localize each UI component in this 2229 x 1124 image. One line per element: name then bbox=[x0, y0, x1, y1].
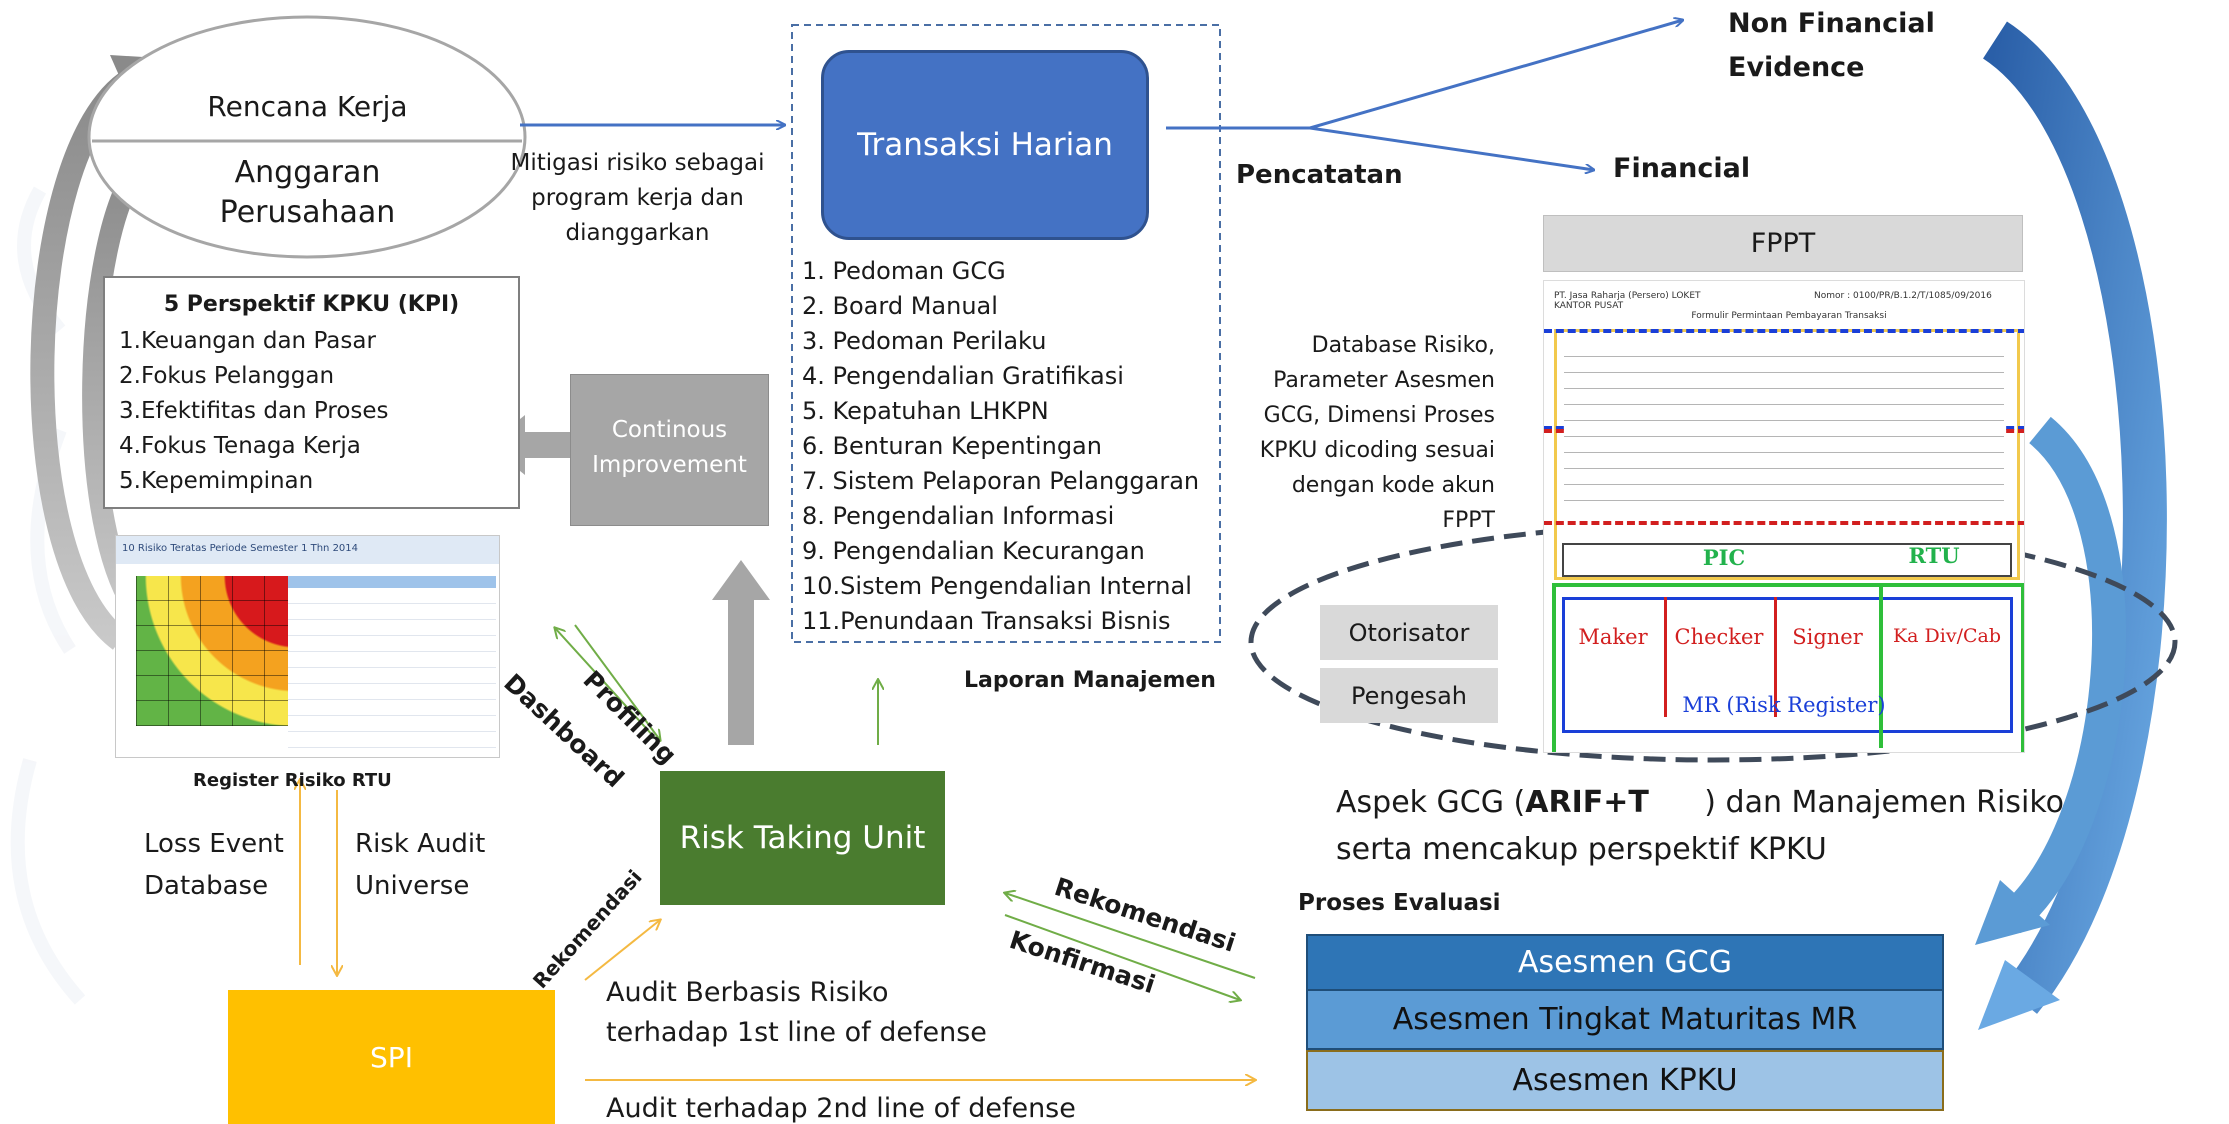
aspek-line-2: serta mencakup perspektif KPKU bbox=[1336, 832, 1827, 867]
list-item: 6. Benturan Kepentingan bbox=[802, 432, 1102, 460]
blue-curve-arrowhead-outer bbox=[1978, 960, 2060, 1030]
database-line-5: dengan kode akun bbox=[1291, 473, 1495, 498]
list-item: 5. Kepatuhan LHKPN bbox=[802, 397, 1049, 425]
continous-line-1: Continous bbox=[611, 417, 728, 443]
loss-event-line-2: Database bbox=[144, 871, 269, 901]
fppt-green-frame bbox=[1552, 583, 2024, 752]
transaksi-harian-box: Transaksi Harian bbox=[821, 50, 1149, 240]
non-financial-line-1: Non Financial bbox=[1728, 8, 1935, 39]
aspek-post: ) dan Manajemen Risiko bbox=[1704, 785, 2064, 820]
risk-audit-line-1: Risk Audit bbox=[355, 829, 486, 859]
fppt-maker-label: Maker bbox=[1578, 625, 1648, 649]
database-line-3: GCG, Dimensi Proses bbox=[1263, 403, 1495, 428]
gray-arrow-up bbox=[712, 560, 770, 745]
asesmen-maturitas-box: Asesmen Tingkat Maturitas MR bbox=[1306, 991, 1944, 1050]
financial-label: Financial bbox=[1613, 153, 1751, 184]
fppt-form-number: Nomor : 0100/PR/B.1.2/T/1085/09/2016 bbox=[1814, 291, 1992, 301]
continous-line-2: Improvement bbox=[592, 452, 747, 478]
fppt-form-title: Formulir Permintaan Pembayaran Transaksi bbox=[1691, 311, 1887, 321]
list-item: 4.Fokus Tenaga Kerja bbox=[119, 433, 361, 459]
aspek-bold: ARIF+T bbox=[1525, 785, 1649, 820]
audit-1-line-1: Audit Berbasis Risiko bbox=[606, 977, 889, 1008]
laporan-manajemen-label: Laporan Manajemen bbox=[964, 668, 1216, 693]
register-header-bar bbox=[116, 536, 499, 564]
fppt-blue-frame bbox=[1562, 597, 2013, 733]
pencatatan-label: Pencatatan bbox=[1236, 160, 1403, 190]
register-header-text: 10 Risiko Teratas Periode Semester 1 Thn… bbox=[122, 543, 359, 554]
fppt-green-divider bbox=[1879, 583, 1883, 748]
pedoman-dashed-frame bbox=[791, 24, 1221, 643]
fppt-red-line bbox=[1544, 521, 2024, 525]
list-item: 7. Sistem Pelaporan Pelanggaran bbox=[802, 467, 1200, 495]
proses-evaluasi-label: Proses Evaluasi bbox=[1298, 890, 1501, 916]
aspek-pre: Aspek GCG ( bbox=[1336, 785, 1526, 820]
register-risiko-image: 10 Risiko Teratas Periode Semester 1 Thn… bbox=[115, 535, 500, 758]
database-line-2: Parameter Asesmen bbox=[1273, 368, 1495, 393]
fppt-form-org: PT. Jasa Raharja (Persero) LOKET KANTOR … bbox=[1554, 291, 1701, 311]
kpku-title: 5 Perspektif KPKU (KPI) bbox=[163, 292, 460, 317]
rencana-kerja-label: Rencana Kerja bbox=[207, 90, 408, 123]
fppt-form-rows bbox=[1564, 341, 2004, 511]
mitigasi-line-2: program kerja dan bbox=[531, 185, 744, 211]
fppt-checker-label: Checker bbox=[1674, 625, 1764, 649]
spi-box: SPI bbox=[228, 990, 555, 1124]
list-item: 4. Pengendalian Gratifikasi bbox=[802, 362, 1124, 390]
register-table bbox=[288, 588, 496, 753]
asesmen-kpku-box: Asesmen KPKU bbox=[1306, 1050, 1944, 1111]
audit-2-label: Audit terhadap 2nd line of defense bbox=[606, 1093, 1076, 1124]
risk-audit-line-2: Universe bbox=[355, 871, 470, 901]
list-item: 3.Efektifitas dan Proses bbox=[119, 398, 389, 424]
audit-1-line-2: terhadap 1st line of defense bbox=[606, 1017, 987, 1048]
otorisator-box: Otorisator bbox=[1320, 605, 1498, 660]
list-item: 8. Pengendalian Informasi bbox=[802, 502, 1115, 530]
blue-curve-arrow-outer bbox=[1982, 21, 2167, 1014]
fppt-kadiv-label: Ka Div/Cab bbox=[1892, 625, 2002, 647]
register-table-header bbox=[288, 576, 496, 588]
non-financial-line-2: Evidence bbox=[1728, 52, 1865, 83]
mitigasi-line-3: dianggarkan bbox=[565, 220, 710, 246]
anggaran-label: Anggaran bbox=[234, 155, 381, 190]
list-item: 5.Kepemimpinan bbox=[119, 468, 314, 494]
fppt-pic-label: PIC bbox=[1702, 545, 1746, 570]
fppt-red-divider bbox=[1774, 597, 1777, 717]
list-item: 3. Pedoman Perilaku bbox=[802, 327, 1047, 355]
fppt-red-divider bbox=[1664, 597, 1667, 717]
list-item: 2.Fokus Pelanggan bbox=[119, 363, 335, 389]
database-line-6: FPPT bbox=[1442, 508, 1495, 533]
pengesah-box: Pengesah bbox=[1320, 668, 1498, 723]
list-item: 11.Penundaan Transaksi Bisnis bbox=[802, 607, 1171, 635]
database-line-1: Database Risiko, bbox=[1311, 333, 1495, 358]
fppt-signer-label: Signer bbox=[1792, 625, 1863, 649]
list-item: 1. Pedoman GCG bbox=[802, 257, 1006, 285]
blue-curve-arrowhead-inner bbox=[1975, 880, 2050, 945]
fppt-rtu-label: RTU bbox=[1908, 543, 1960, 568]
blue-curve-arrow-inner bbox=[1998, 416, 2126, 934]
database-line-4: KPKU dicoding sesuai bbox=[1259, 438, 1495, 463]
list-item: 1.Keuangan dan Pasar bbox=[119, 328, 376, 354]
plan-ellipse bbox=[87, 15, 527, 259]
pedoman-list: 1. Pedoman GCG 2. Board Manual 3. Pedoma… bbox=[802, 254, 1212, 639]
kpku-box: 5 Perspektif KPKU (KPI) 1.Keuangan dan P… bbox=[103, 276, 520, 509]
fppt-header: FPPT bbox=[1543, 215, 2023, 272]
continous-improvement-box: Continous Improvement bbox=[570, 374, 769, 526]
risk-taking-unit-box: Risk Taking Unit bbox=[660, 771, 945, 905]
register-caption: Register Risiko RTU bbox=[193, 770, 392, 791]
fppt-form-image: PT. Jasa Raharja (Persero) LOKET KANTOR … bbox=[1543, 280, 2025, 753]
mitigasi-line-1: Mitigasi risiko sebagai bbox=[510, 150, 765, 176]
aspek-line-1: Aspek GCG (ARIF+T ) dan Manajemen Risiko bbox=[1336, 785, 2064, 820]
fppt-mr-label: MR (Risk Register) bbox=[1682, 693, 1886, 717]
list-item: 9. Pengendalian Kecurangan bbox=[802, 537, 1145, 565]
loss-event-line-1: Loss Event bbox=[144, 829, 284, 859]
asesmen-gcg-box: Asesmen GCG bbox=[1306, 934, 1944, 991]
fppt-pic-rtu-box bbox=[1562, 543, 2012, 577]
list-item: 10.Sistem Pengendalian Internal bbox=[802, 572, 1192, 600]
heatmap bbox=[136, 576, 296, 726]
perusahaan-label: Perusahaan bbox=[219, 195, 396, 230]
heatmap-grid bbox=[136, 576, 296, 726]
list-item: 2. Board Manual bbox=[802, 292, 998, 320]
fppt-blue-line bbox=[1544, 329, 2024, 333]
